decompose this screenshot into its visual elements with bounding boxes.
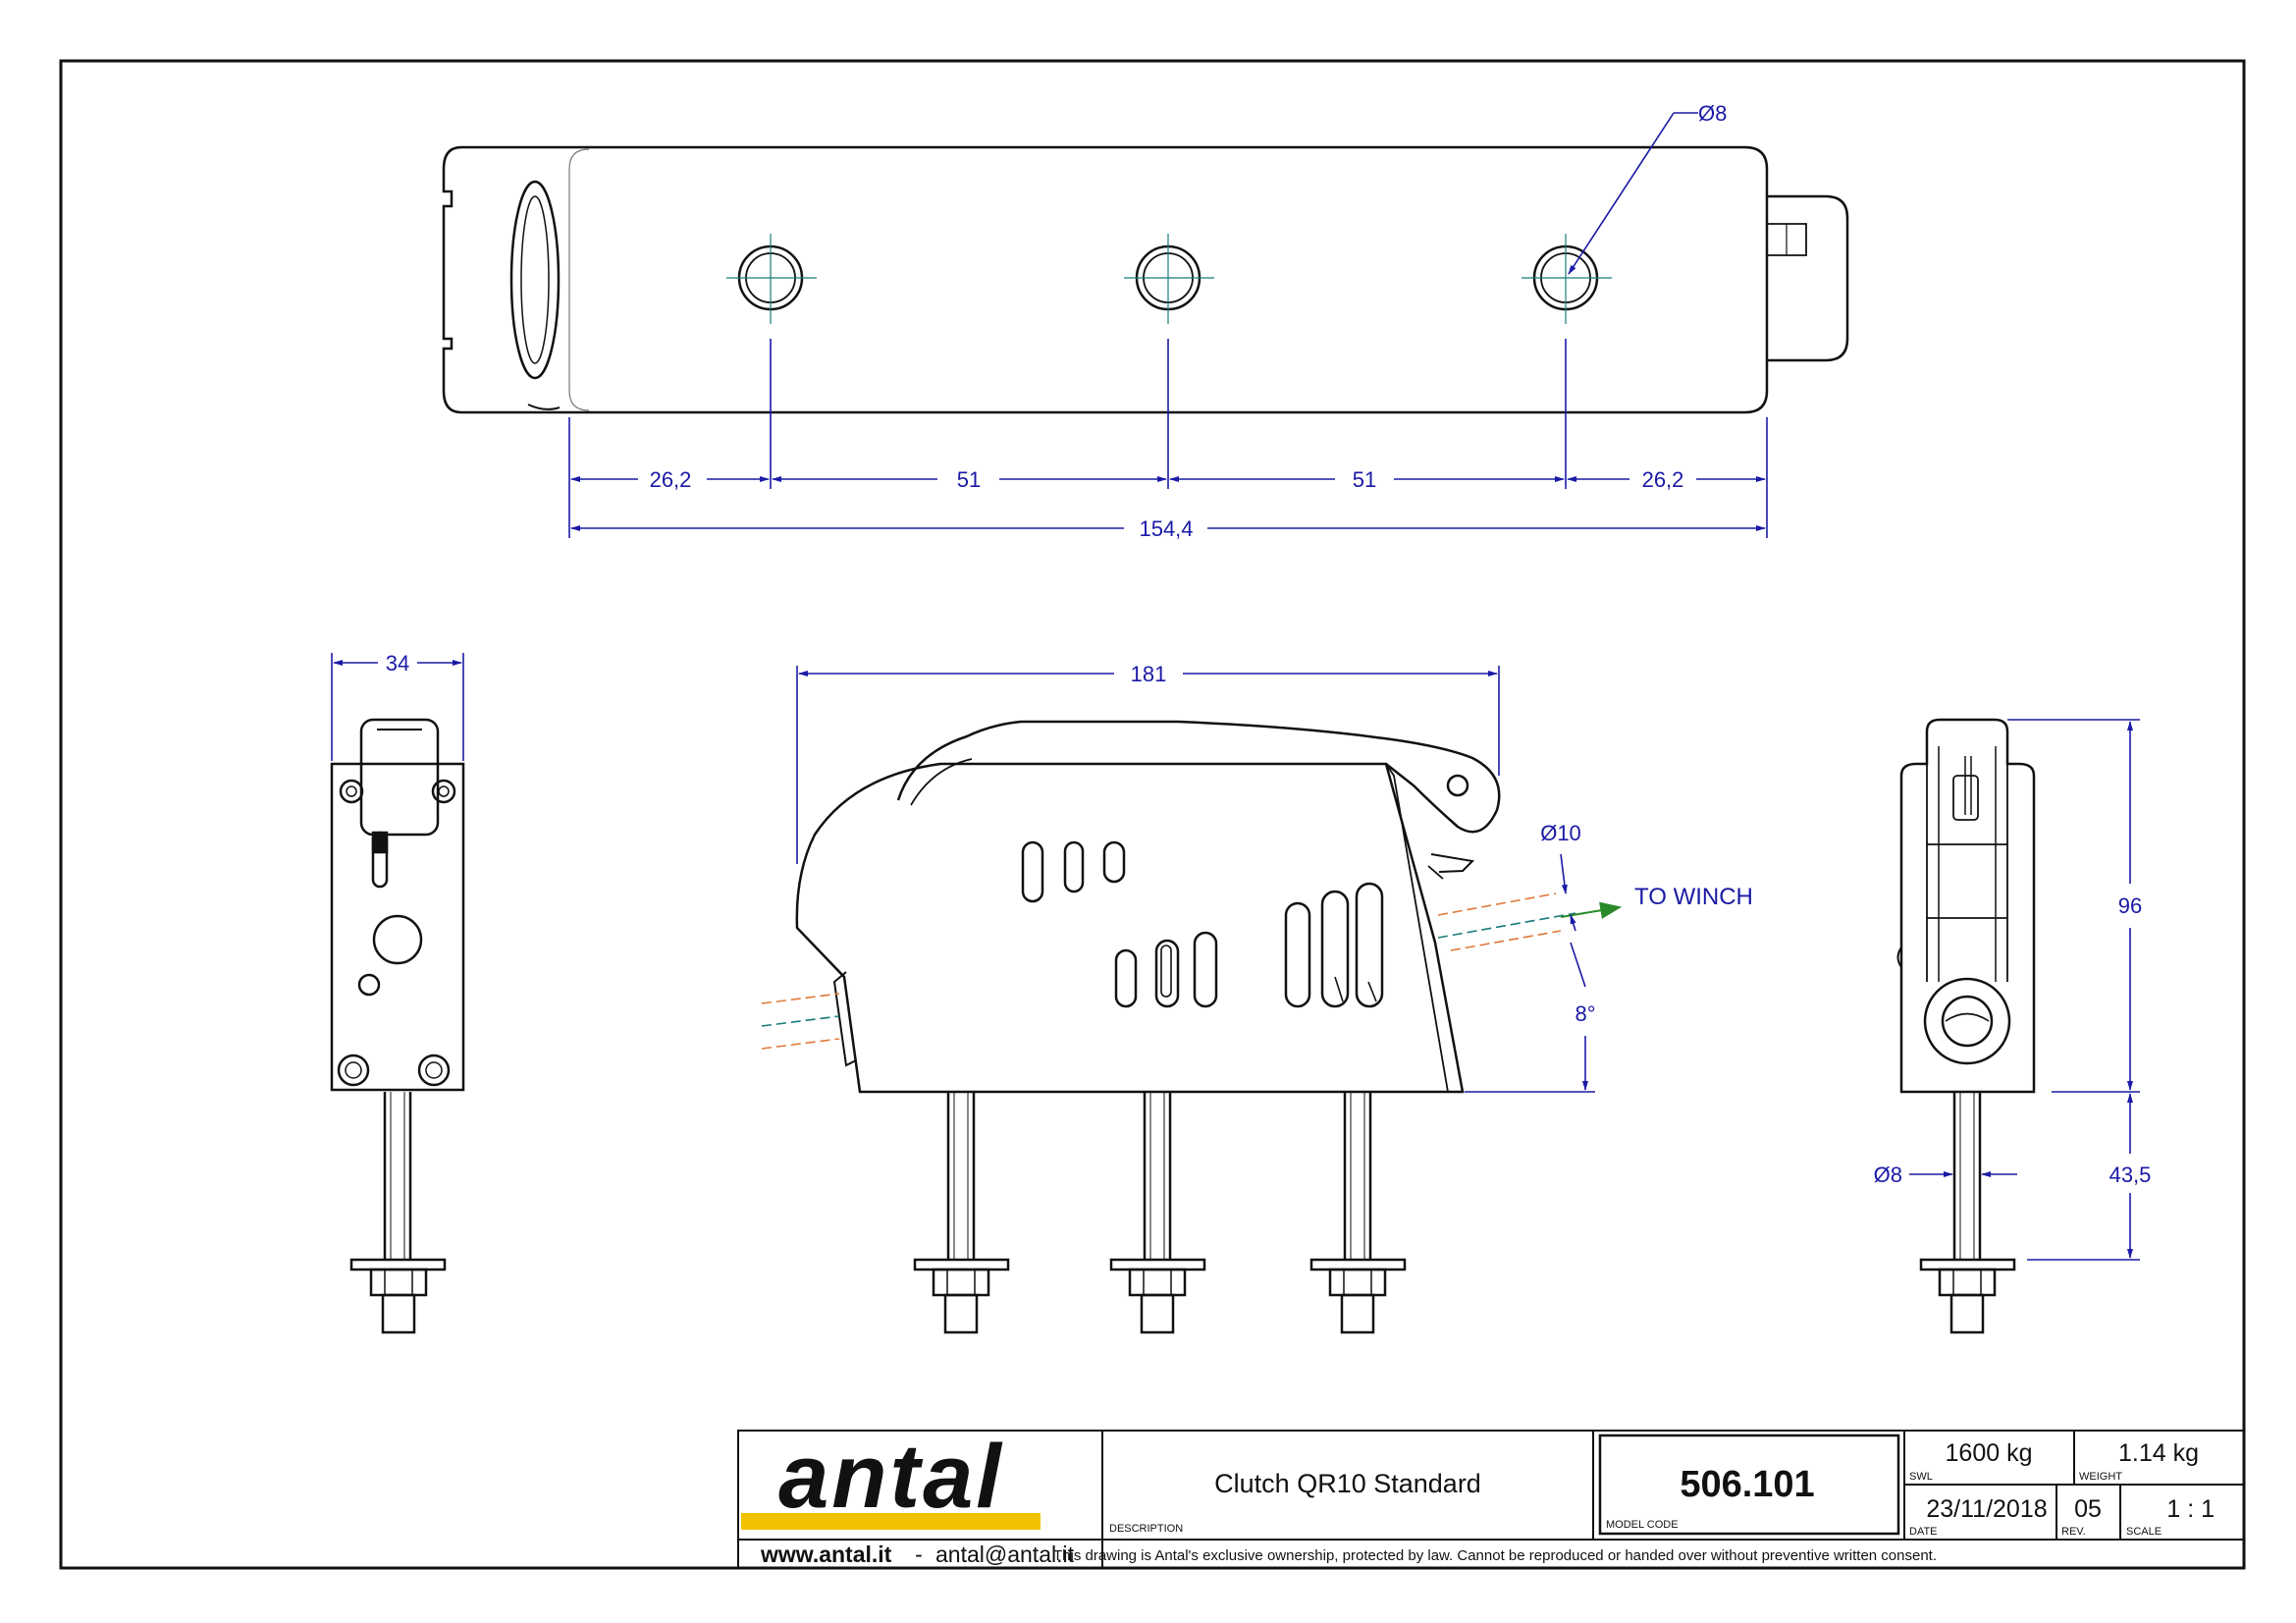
dim-top-seg2: 51 <box>957 467 981 492</box>
date-value: 23/11/2018 <box>1926 1495 2047 1523</box>
rev-value: 05 <box>2074 1495 2102 1523</box>
dim-front-length: 181 <box>1131 662 1167 686</box>
contact-website[interactable]: www.antal.it <box>760 1542 892 1567</box>
dim-top-seg3: 51 <box>1353 467 1376 492</box>
model-code-label: MODEL CODE <box>1606 1519 1679 1531</box>
dim-top-seg4: 26,2 <box>1642 467 1684 492</box>
front-view <box>795 720 1501 1334</box>
dim-front-angle: 8° <box>1575 1001 1595 1026</box>
scale-value: 1 : 1 <box>2166 1495 2215 1523</box>
scale-label: SCALE <box>2126 1526 2162 1538</box>
rope-path <box>761 893 1576 1050</box>
dim-right-height: 96 <box>2118 893 2142 918</box>
front-view-dimension-lines <box>796 666 1595 1093</box>
right-view <box>1896 718 2036 1334</box>
dim-right-stud-length: 43,5 <box>2109 1163 2152 1187</box>
weight-label: WEIGHT <box>2079 1471 2122 1483</box>
drawing-border <box>59 59 2246 1570</box>
to-winch-arrow <box>1560 901 1623 919</box>
top-view <box>442 145 1849 414</box>
swl-value: 1600 kg <box>1946 1439 2033 1467</box>
to-winch-label: TO WINCH <box>1634 884 1753 910</box>
swl-label: SWL <box>1909 1471 1933 1483</box>
ownership-disclaimer: This drawing is Antal's exclusive owners… <box>1053 1547 1937 1564</box>
rev-label: REV. <box>2061 1526 2086 1538</box>
svg-text:antal: antal <box>778 1427 1004 1527</box>
top-view-dimension-lines <box>568 112 1768 538</box>
description-label: DESCRIPTION <box>1109 1523 1183 1535</box>
model-code-value: 506.101 <box>1680 1464 1814 1505</box>
dim-right-stud-diameter: Ø8 <box>1874 1163 1902 1187</box>
dim-top-hole-diameter: Ø8 <box>1698 101 1727 126</box>
dim-left-width: 34 <box>386 651 409 676</box>
left-view-dimension-lines <box>331 653 464 761</box>
top-view-centerlines <box>726 234 1612 324</box>
title-block <box>737 1430 2245 1569</box>
contact-separator: - <box>915 1542 923 1567</box>
dim-top-overall: 154,4 <box>1139 516 1193 541</box>
contact-email[interactable]: antal@antal.it <box>935 1542 1075 1567</box>
antal-logo: antal <box>741 1427 1041 1530</box>
date-label: DATE <box>1909 1526 1938 1538</box>
left-view <box>330 718 465 1334</box>
weight-value: 1.14 kg <box>2118 1439 2199 1467</box>
dim-front-rope-diameter: Ø10 <box>1540 821 1581 845</box>
description-value: Clutch QR10 Standard <box>1214 1469 1481 1498</box>
dim-top-seg1: 26,2 <box>650 467 692 492</box>
right-view-dimension-lines <box>1909 719 2140 1261</box>
